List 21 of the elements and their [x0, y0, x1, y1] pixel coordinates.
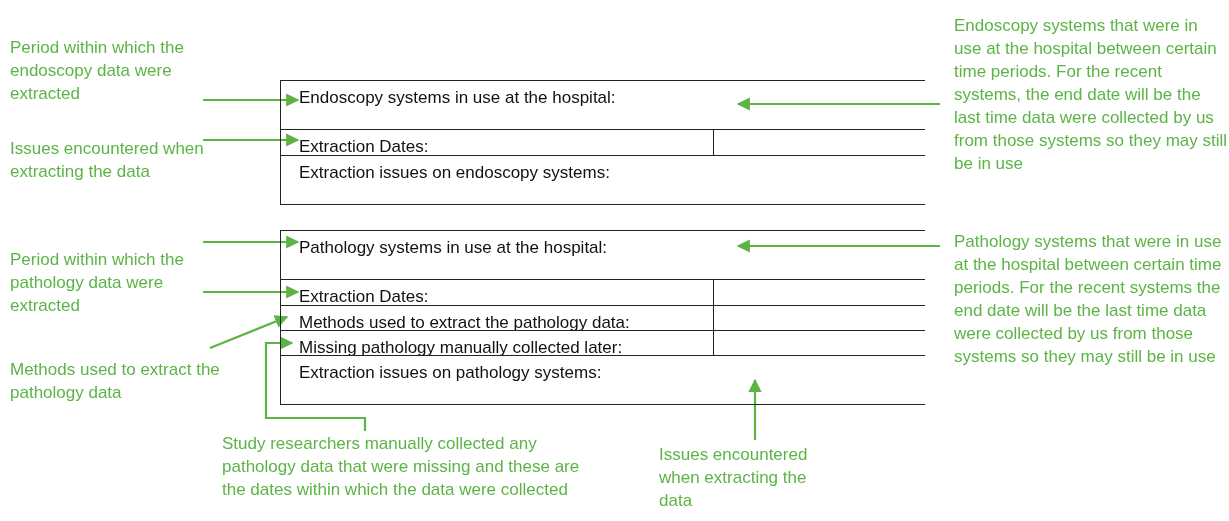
arrow: [203, 133, 300, 147]
arrow: [203, 285, 300, 299]
callout-text: Issues encountered when extracting the data: [10, 137, 210, 207]
callout-text: Methods used to extract the pathology data: [10, 358, 240, 406]
form-row: Pathology systems in use at the hospital:: [280, 230, 925, 280]
arrow: [264, 336, 367, 431]
form-row: Endoscopy systems in use at the hospital:: [280, 80, 925, 130]
callout-text: Issues encountered when extracting the data: [659, 443, 839, 513]
arrow: [209, 315, 289, 350]
form-row: Extraction issues on pathology systems:: [280, 355, 925, 405]
callout-text: Pathology systems that were in use at the hospital between certain time periods. For the recent systems the end date will be the last time data were collected by us from those systems so they may still be in use: [954, 230, 1229, 415]
callout-text: Endoscopy systems that were in use at the hospital between certain time periods. For the recent systems, the end date will be the last time data were collected by us from those systems so they may still be in use: [954, 14, 1229, 199]
form-row: Extraction issues on endoscopy systems:: [280, 155, 925, 205]
arrow: [736, 239, 940, 253]
arrow: [736, 97, 940, 111]
arrow: [748, 378, 762, 440]
arrow: [203, 93, 300, 107]
arrow: [203, 235, 300, 249]
callout-text: Period within which the pathology data were extracted: [10, 248, 210, 318]
callout-text: Period within which the endoscopy data were extracted: [10, 36, 210, 106]
callout-text: Study researchers manually collected any pathology data that were missing and these are the dates within which the data were collected: [222, 432, 592, 521]
